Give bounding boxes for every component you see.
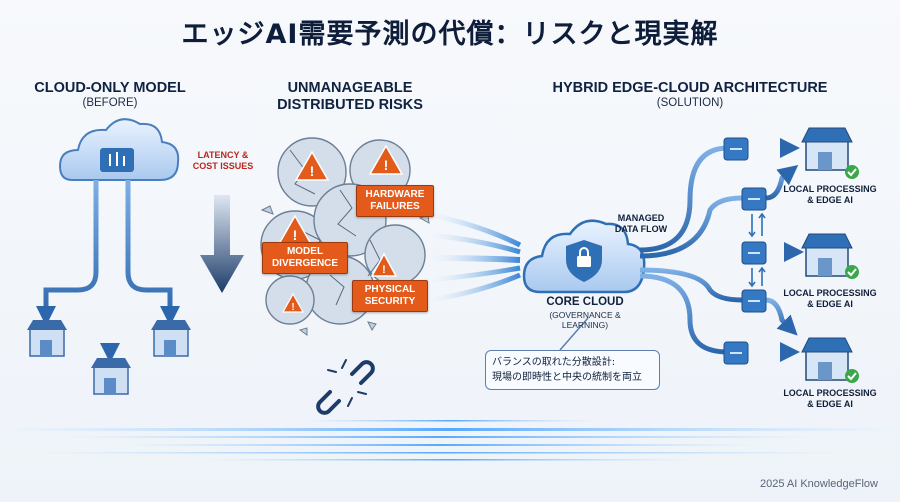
local-label-2-line1: LOCAL PROCESSING: [783, 288, 877, 298]
managed-flow-line2: DATA FLOW: [614, 224, 668, 234]
edge-node-icon: [723, 137, 749, 161]
warning-icon: !: [370, 252, 398, 277]
local-label-1-line2: & EDGE AI: [807, 195, 853, 205]
page-title: エッジAI需要予測の代償：リスクと現実解: [181, 19, 719, 50]
left-subheading: (BEFORE): [82, 97, 138, 109]
edge-node-icon: [741, 289, 767, 313]
store-icon: [801, 233, 853, 277]
local-label-3-line2: & EDGE AI: [807, 399, 853, 409]
callout-line1: バランスの取れた分散設計:: [492, 357, 616, 368]
store-icon: [801, 337, 853, 381]
latency-label-line1: LATENCY &: [197, 150, 249, 160]
lock-icon: [577, 256, 591, 267]
cloud-only-diagram: [27, 118, 191, 395]
left-heading: CLOUD-ONLY MODEL: [34, 80, 186, 96]
check-icon: [845, 165, 859, 179]
check-icon: [845, 369, 859, 383]
core-cloud: [522, 219, 646, 294]
managed-flow-line1: MANAGED: [617, 213, 665, 223]
warning-icon: !: [294, 150, 330, 181]
right-subheading: (SOLUTION): [656, 97, 724, 109]
local-label-3-line1: LOCAL PROCESSING: [783, 388, 877, 398]
broken-chain-icon: [316, 359, 375, 415]
svg-text:!: !: [293, 227, 298, 243]
edge-node-icon: [741, 241, 767, 265]
edge-pipes: [639, 145, 743, 355]
core-cloud-title: CORE CLOUD: [546, 296, 624, 308]
flow-arrows: [429, 212, 522, 303]
latency-label-line2: COST ISSUES: [192, 161, 254, 171]
right-heading: HYBRID EDGE-CLOUD ARCHITECTURE: [552, 80, 828, 96]
svg-text:!: !: [382, 264, 386, 276]
callout-pointer: [559, 317, 589, 351]
store-icon: [151, 320, 191, 357]
warning-icon: !: [281, 292, 305, 313]
store-icon: [801, 127, 853, 171]
local-label-2-line2: & EDGE AI: [807, 299, 853, 309]
sync-arrows-icon: [748, 212, 766, 288]
core-cloud-line2: LEARNING): [561, 320, 609, 330]
down-arrow-icon: [200, 195, 244, 293]
core-cloud-line1: (GOVERNANCE &: [549, 310, 621, 320]
svg-text:!: !: [310, 163, 315, 179]
footer-credit: 2025 AI KnowledgeFlow: [759, 478, 878, 490]
callout-line2: 現場の即時性と中央の統制を両立: [492, 372, 642, 383]
data-stream-decoration: [0, 420, 900, 461]
svg-text:!: !: [384, 157, 389, 173]
middle-heading-line1: UNMANAGEABLE: [287, 80, 413, 96]
svg-text:!: !: [291, 302, 294, 313]
local-label-1-line1: LOCAL PROCESSING: [783, 184, 877, 194]
edge-node-icon: [723, 341, 749, 365]
balance-callout: バランスの取れた分散設計: 現場の即時性と中央の統制を両立: [485, 350, 660, 390]
warning-icon: !: [368, 144, 404, 175]
check-icon: [845, 265, 859, 279]
middle-heading-line2: DISTRIBUTED RISKS: [277, 97, 423, 113]
store-icon: [91, 358, 131, 395]
edge-node-icon: [741, 187, 767, 211]
store-icon: [27, 320, 67, 357]
